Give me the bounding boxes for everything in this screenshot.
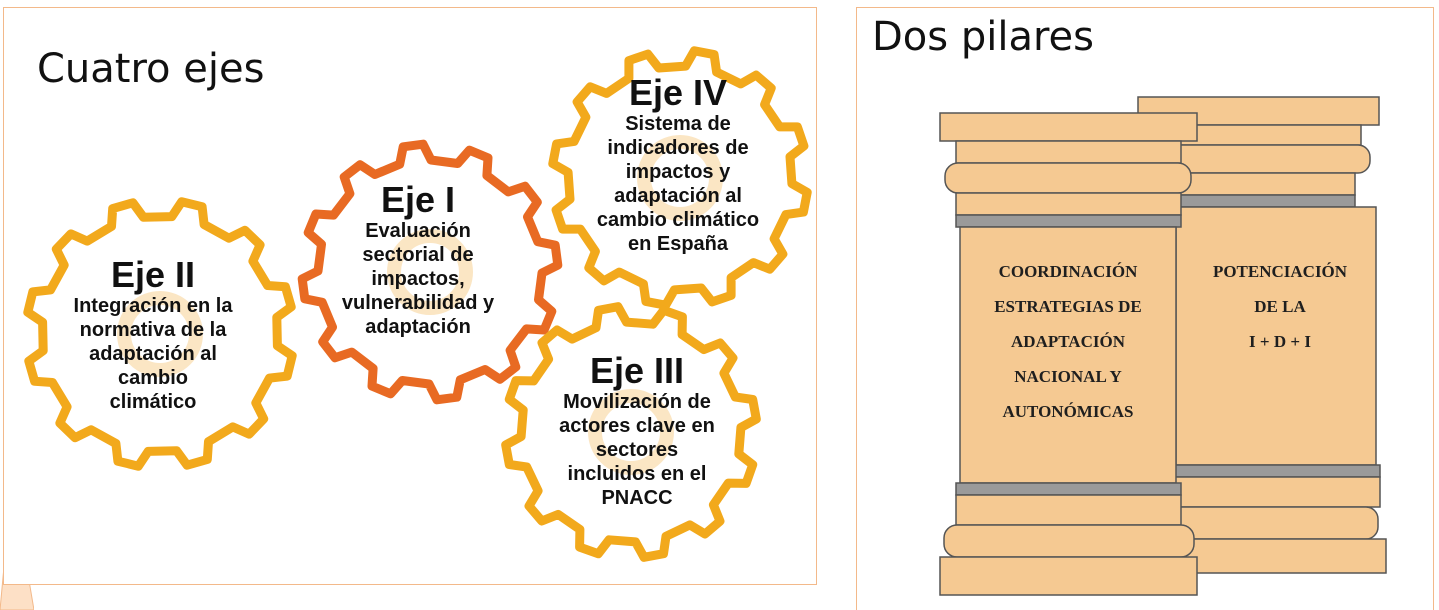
gear-eje-iii-line: Movilización de: [563, 391, 711, 413]
gear-eje-iii-line: actores clave en: [559, 415, 715, 437]
pillar-potenciacion: [1135, 96, 1387, 574]
pillar-potenciacion-line: DE LA: [1254, 297, 1306, 316]
gear-outline-eje-iv: [548, 46, 812, 310]
pillar-potenciacion-line: POTENCIACIÓN: [1212, 262, 1348, 281]
gear-eje-iii-line: sectores: [595, 439, 679, 461]
gear-eje-i-line: adaptación: [365, 316, 471, 338]
gear-eje-i-line: vulnerabilidad y: [341, 292, 495, 314]
gear-eje-ii-line: cambio: [117, 367, 189, 389]
gear-outline-eje-iii: [501, 302, 761, 562]
gear-outline-eje-i-hub: [387, 229, 473, 315]
gear-eje-ii-line: normativa de la: [79, 319, 227, 341]
gear-eje-iii-heading: Eje III: [589, 350, 685, 391]
gear-outline-eje-ii-hub: [117, 291, 203, 377]
gear-eje-iv-line: en España: [627, 233, 729, 255]
gear-eje-ii-line: adaptación al: [89, 343, 217, 365]
gear-eje-iv-line: Sistema de: [625, 113, 731, 135]
gear-eje-ii-heading: Eje II: [110, 254, 196, 295]
gear-eje-ii: Eje II Integración en la normativa de la…: [43, 256, 263, 414]
gear-eje-ii-line: Integración en la: [73, 295, 233, 317]
pillar-potenciacion-label: POTENCIACIÓN DE LA I + D + I: [1180, 254, 1380, 359]
gear-eje-iii-line: PNACC: [601, 487, 673, 509]
dos-pilares-title: Dos pilares: [872, 14, 1094, 60]
gear-eje-iv-line: indicadores de: [607, 137, 749, 159]
pillar-coordinacion-line: NACIONAL Y: [1014, 367, 1122, 386]
gear-eje-iv-heading: Eje IV: [628, 72, 728, 113]
gear-eje-i-heading: Eje I: [380, 179, 456, 220]
pillar-coordinacion: [939, 112, 1198, 596]
pillar-coordinacion-line: ADAPTACIÓN: [1011, 332, 1125, 351]
gear-eje-iii: Eje III Movilización de actores clave en…: [537, 352, 737, 510]
cuatro-ejes-title: Cuatro ejes: [37, 46, 265, 92]
gear-outline-eje-ii: [23, 197, 297, 471]
pillar-coordinacion-line: COORDINACIÓN: [998, 262, 1138, 281]
gear-outline-eje-i: [297, 139, 563, 405]
gear-eje-i-line: Evaluación: [365, 220, 471, 242]
gear-eje-iv-line: cambio climático: [596, 209, 760, 231]
gear-eje-iv-line: adaptación al: [614, 185, 742, 207]
pillar-coordinacion-line: ESTRATEGIAS DE: [994, 297, 1142, 316]
gear-outline-eje-iv-hub: [637, 135, 723, 221]
gear-eje-iii-line: incluidos en el: [567, 463, 707, 485]
gear-eje-iv-line: impactos y: [625, 161, 731, 183]
gear-eje-ii-line: climático: [109, 391, 197, 413]
gear-outline-eje-iii-hub: [588, 389, 674, 475]
gear-eje-i-line: impactos,: [371, 268, 465, 290]
gear-eje-iv: Eje IV Sistema de indicadores de impacto…: [583, 74, 773, 256]
pillar-coordinacion-line: AUTONÓMICAS: [1002, 402, 1134, 421]
gear-eje-i-line: sectorial de: [362, 244, 474, 266]
pillar-potenciacion-line: I + D + I: [1249, 332, 1311, 351]
gear-eje-i: Eje I Evaluación sectorial de impactos, …: [318, 181, 518, 339]
pillar-coordinacion-label: COORDINACIÓN ESTRATEGIAS DE ADAPTACIÓN N…: [958, 254, 1178, 429]
